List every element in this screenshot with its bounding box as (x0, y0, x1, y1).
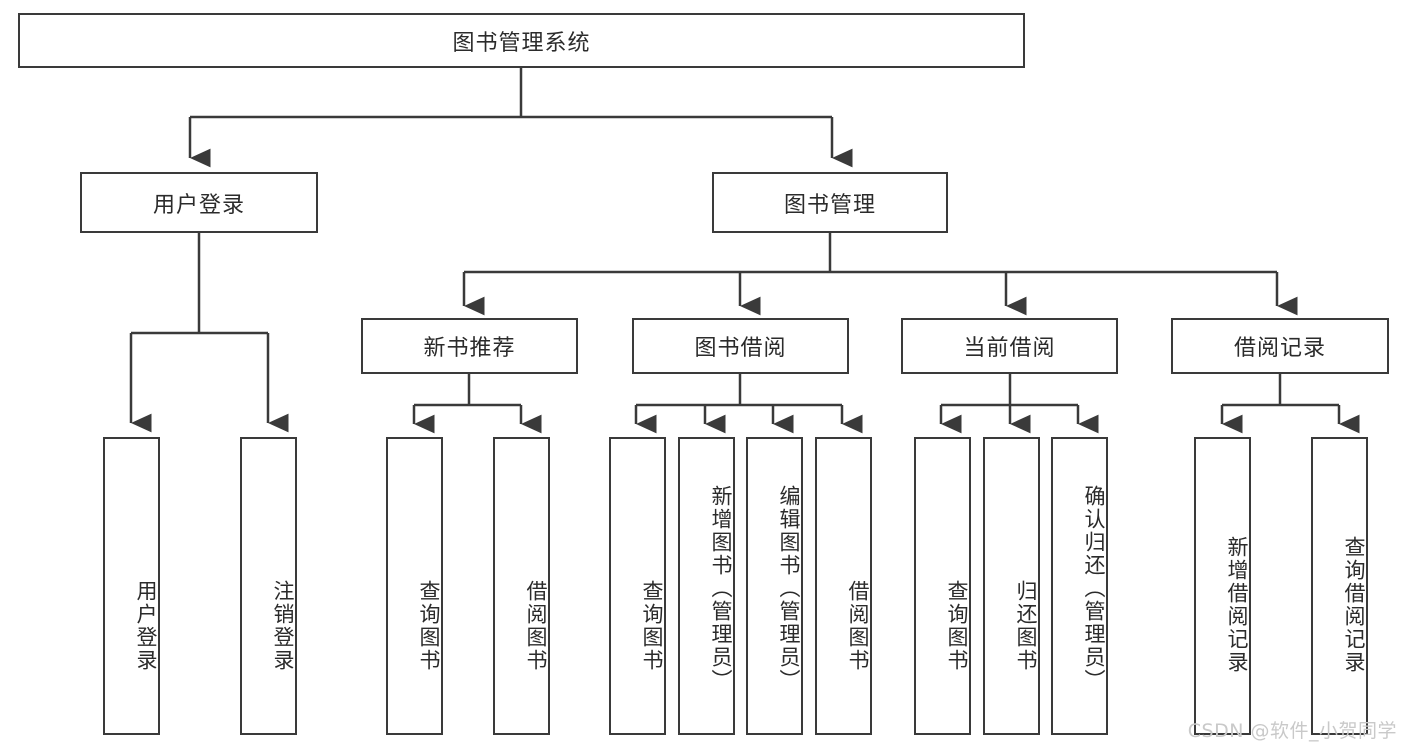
node-leaf-query-book-3[interactable]: 查询图书 (914, 437, 971, 735)
csdn-watermark: CSDN @软件_小贺同学 (1187, 720, 1397, 742)
node-leaf-edit-book[interactable]: 编辑图书（管理员） (746, 437, 803, 735)
node-leaf-add-book-label: 新增图书（管理员） (709, 484, 733, 692)
node-leaf-confirm-return[interactable]: 确认归还（管理员） (1051, 437, 1108, 735)
node-leaf-return-book-label: 归还图书 (1014, 580, 1038, 672)
connectors-new-book-rec (412, 374, 542, 434)
connectors-root (188, 68, 853, 168)
node-leaf-query-record-label: 查询借阅记录 (1342, 536, 1366, 674)
node-new-book-recommend-label: 新书推荐 (423, 336, 516, 361)
node-root-label: 图书管理系统 (452, 30, 591, 56)
node-book-manage-label: 图书管理 (783, 192, 876, 218)
connectors-book-borrow (634, 374, 863, 434)
connectors-current-borrow (939, 374, 1099, 434)
node-user-login-label: 用户登录 (152, 192, 245, 218)
node-current-borrow-label: 当前借阅 (963, 336, 1056, 361)
node-current-borrow[interactable]: 当前借阅 (901, 318, 1118, 374)
node-leaf-query-book-2-label: 查询图书 (640, 580, 664, 672)
node-leaf-logout[interactable]: 注销登录 (240, 437, 297, 735)
connectors-borrow-record (1220, 374, 1360, 434)
node-leaf-query-book-1[interactable]: 查询图书 (386, 437, 443, 735)
node-leaf-confirm-return-label: 确认归还（管理员） (1082, 484, 1106, 692)
node-book-manage[interactable]: 图书管理 (712, 172, 948, 233)
node-leaf-borrow-book-2[interactable]: 借阅图书 (815, 437, 872, 735)
node-leaf-query-record[interactable]: 查询借阅记录 (1311, 437, 1368, 735)
node-leaf-add-record[interactable]: 新增借阅记录 (1194, 437, 1251, 735)
node-leaf-user-login-label: 用户登录 (134, 580, 158, 672)
node-leaf-user-login[interactable]: 用户登录 (103, 437, 160, 735)
node-leaf-add-record-label: 新增借阅记录 (1225, 536, 1249, 674)
node-root[interactable]: 图书管理系统 (18, 13, 1025, 68)
connectors-book-manage (462, 233, 1298, 316)
node-user-login[interactable]: 用户登录 (80, 172, 318, 233)
node-leaf-borrow-book-1[interactable]: 借阅图书 (493, 437, 550, 735)
node-borrow-record[interactable]: 借阅记录 (1171, 318, 1389, 374)
node-borrow-record-label: 借阅记录 (1233, 336, 1326, 361)
node-book-borrow-label: 图书借阅 (694, 336, 787, 361)
node-new-book-recommend[interactable]: 新书推荐 (361, 318, 578, 374)
node-leaf-logout-label: 注销登录 (271, 580, 295, 672)
node-leaf-borrow-book-2-label: 借阅图书 (846, 580, 870, 672)
node-leaf-query-book-3-label: 查询图书 (945, 580, 969, 672)
node-leaf-add-book[interactable]: 新增图书（管理员） (678, 437, 735, 735)
node-leaf-query-book-1-label: 查询图书 (417, 580, 441, 672)
node-leaf-borrow-book-1-label: 借阅图书 (524, 580, 548, 672)
node-leaf-edit-book-label: 编辑图书（管理员） (777, 484, 801, 692)
node-leaf-query-book-2[interactable]: 查询图书 (609, 437, 666, 735)
node-book-borrow[interactable]: 图书借阅 (632, 318, 849, 374)
connectors-user-login (129, 233, 289, 433)
node-leaf-return-book[interactable]: 归还图书 (983, 437, 1040, 735)
